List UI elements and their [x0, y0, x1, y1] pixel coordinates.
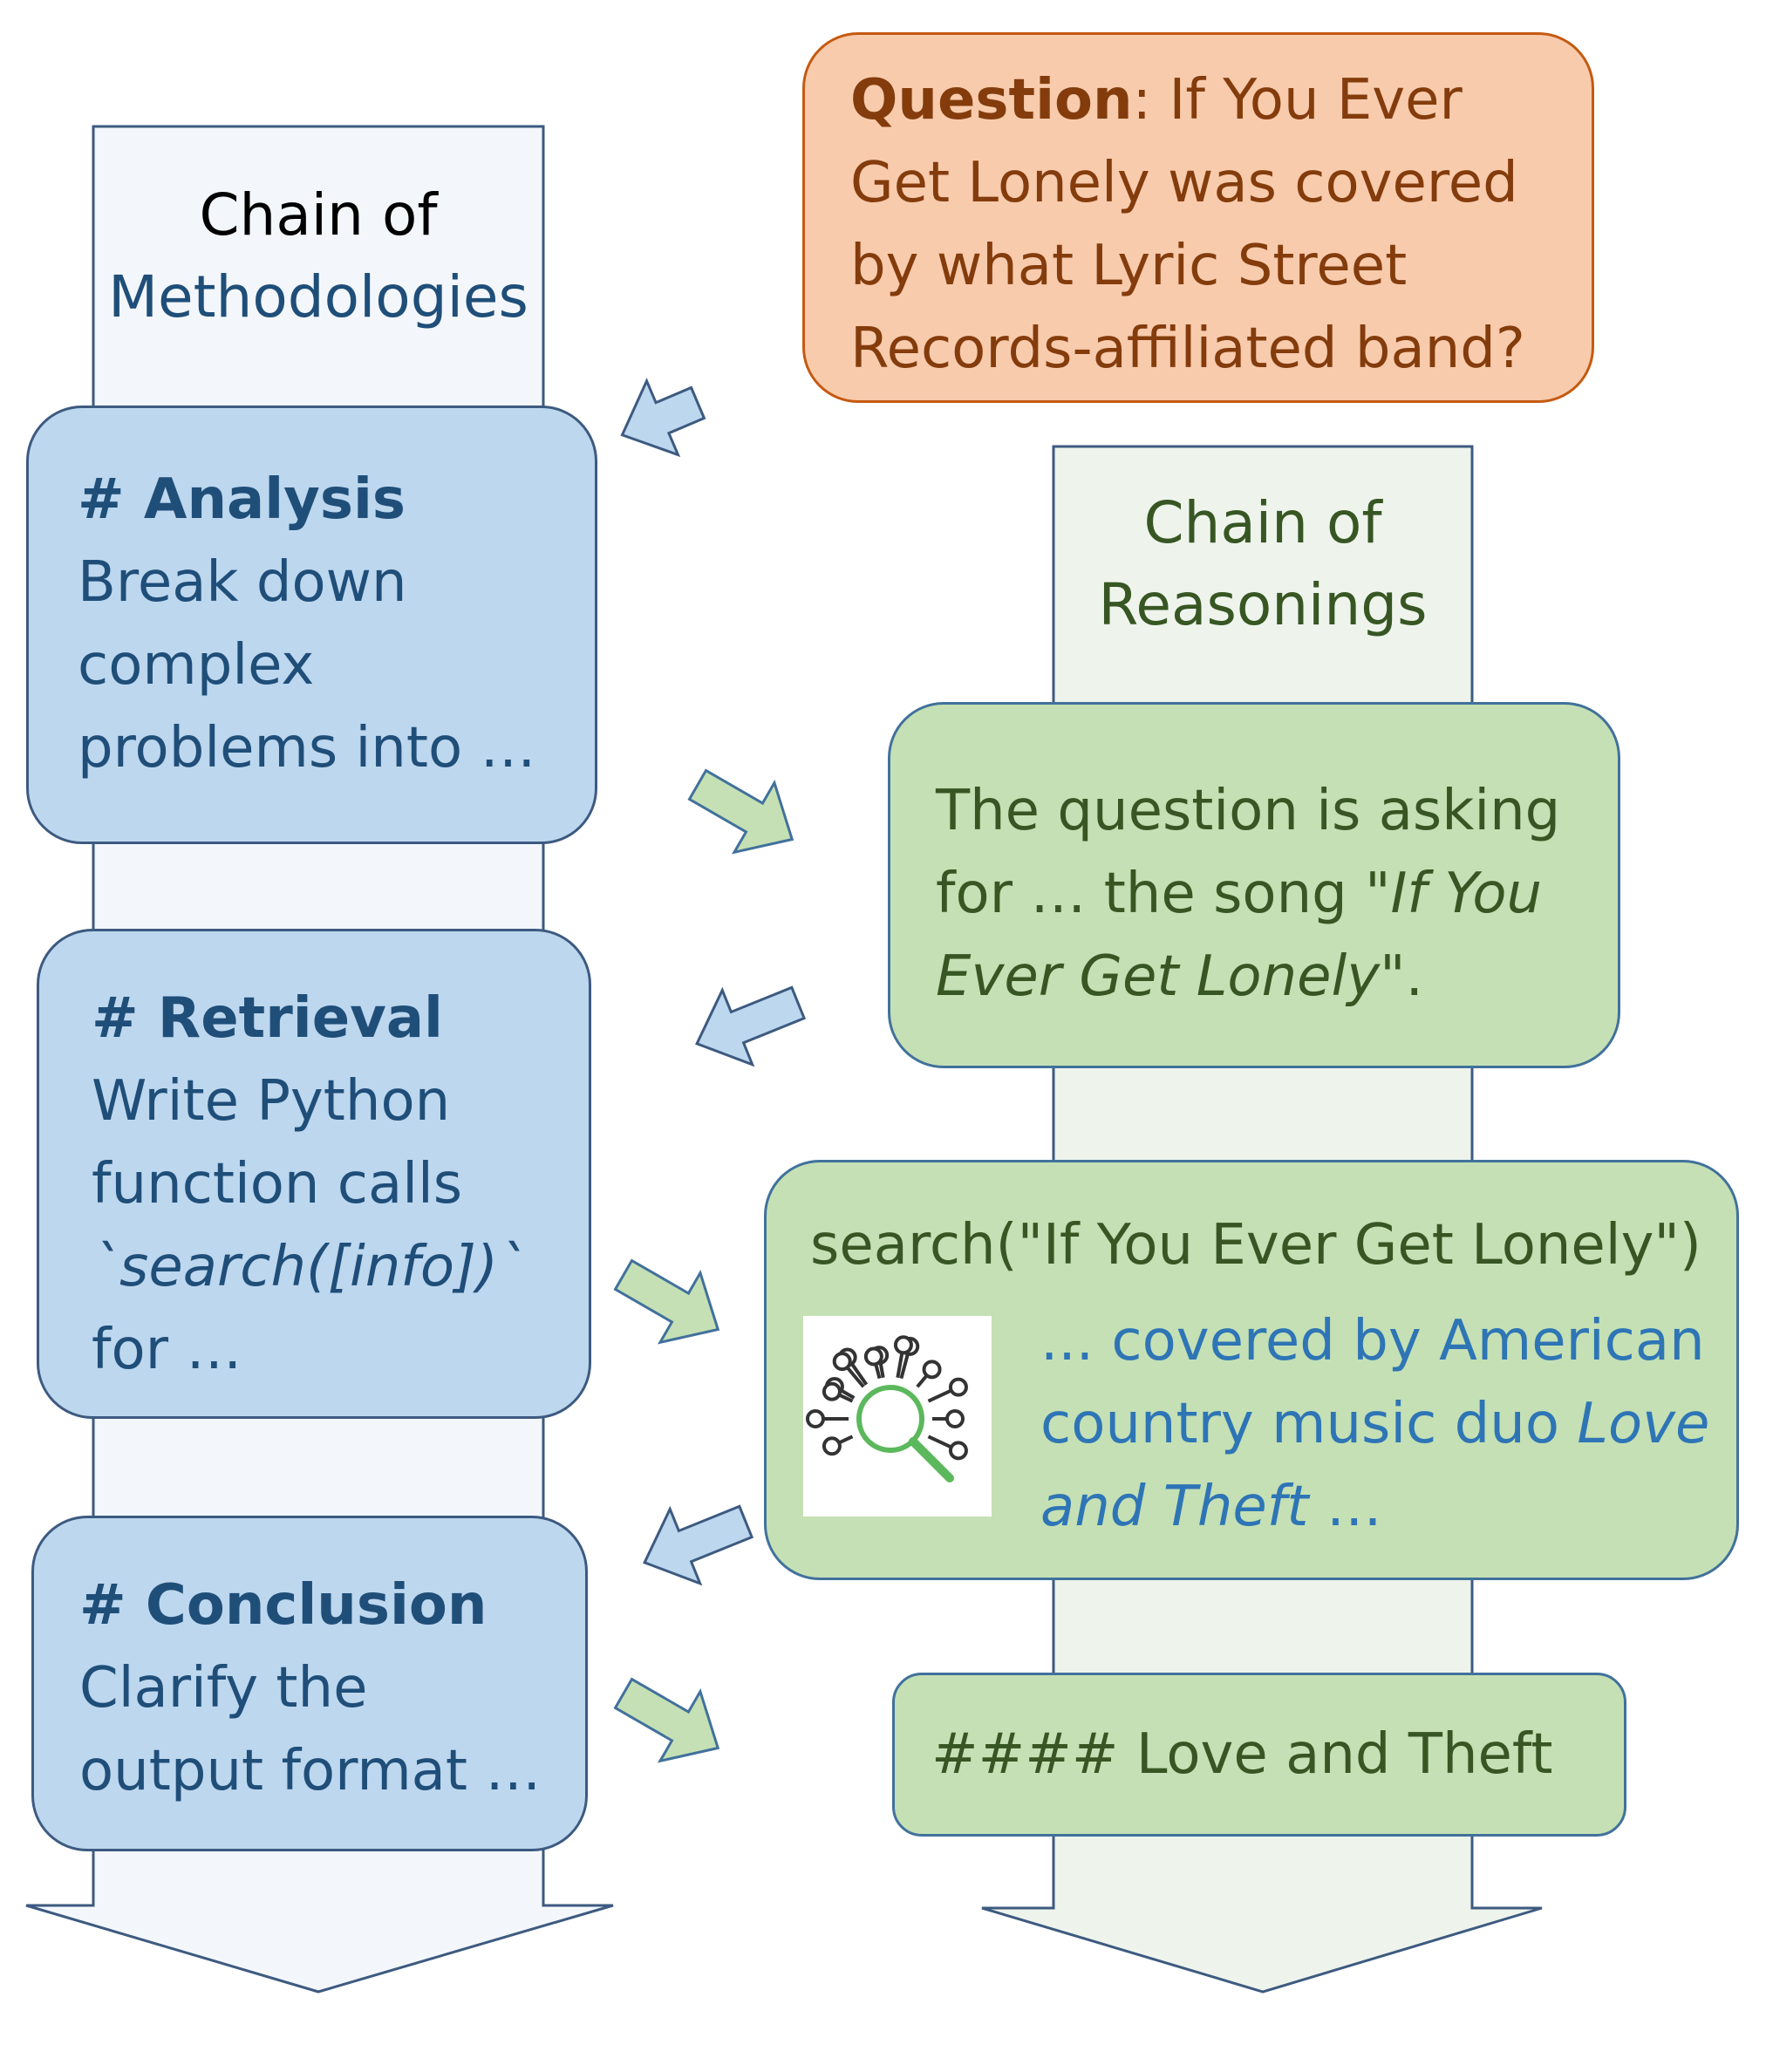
arrow-question-to-analysis	[620, 378, 706, 458]
methodologies-title-line2: Methodologies	[108, 263, 528, 331]
retrieval-heading: # Retrieval	[92, 986, 443, 1051]
reasoning-text-end: ".	[1380, 944, 1423, 1009]
reasoning-song-title: If You Ever Get Lonely	[936, 862, 1543, 1009]
search-result-text: ... covered by American country music du…	[1040, 1309, 1705, 1456]
reasoning-text: The question is asking for … the song "	[936, 779, 1561, 926]
analysis-heading: # Analysis	[78, 467, 406, 532]
retrieval-body-text: Write Python function calls	[92, 1069, 463, 1217]
arrow-retrieval-to-search	[613, 1258, 720, 1345]
conclusion-step-box: # Conclusion Clarify the output format …	[31, 1516, 588, 1851]
search-result: ... covered by American country music du…	[1040, 1300, 1721, 1549]
retrieval-body-end: for …	[92, 1318, 242, 1382]
conclusion-body: Clarify the output format …	[79, 1656, 542, 1803]
retrieval-step-box: # Retrieval Write Python function calls …	[37, 929, 591, 1419]
search-network-icon	[803, 1316, 992, 1517]
arrow-analysis-to-reasoning	[687, 768, 794, 855]
retrieval-code: `search([info])`	[92, 1235, 526, 1299]
arrow-search-to-conclusion	[643, 1504, 754, 1586]
analysis-step-box: # Analysis Break down complex problems i…	[26, 406, 597, 844]
question-label: Question	[850, 68, 1133, 133]
retrieval-body: Write Python function calls `search([inf…	[92, 1060, 554, 1392]
arrow-reasoning-to-retrieval	[695, 985, 807, 1067]
search-result-end: …	[1308, 1475, 1382, 1539]
answer-text: #### Love and Theft	[931, 1722, 1553, 1787]
methodologies-title-line1: Chain of	[199, 181, 438, 249]
search-call: search("If You Ever Get Lonely")	[810, 1213, 1701, 1278]
question-box: Question: If You Ever Get Lonely was cov…	[802, 32, 1594, 403]
search-result-band: Love and Theft	[1040, 1392, 1710, 1539]
reasonings-title: Chain of Reasonings	[1053, 482, 1472, 646]
search-step-box: search("If You Ever Get Lonely") ... cov…	[764, 1160, 1739, 1580]
arrow-conclusion-to-answer	[613, 1677, 720, 1763]
analysis-body: Break down complex problems into …	[78, 550, 536, 780]
reasonings-title-line2: Reasonings	[1098, 571, 1428, 638]
question-text: : If You Ever Get Lonely was covered by …	[850, 68, 1525, 381]
answer-box: #### Love and Theft	[892, 1673, 1626, 1837]
reasonings-title-line1: Chain of	[1143, 489, 1382, 556]
conclusion-heading: # Conclusion	[79, 1573, 488, 1638]
reasoning-step-box: The question is asking for … the song "I…	[888, 702, 1620, 1068]
methodologies-title: Chain of Methodologies	[93, 174, 543, 338]
